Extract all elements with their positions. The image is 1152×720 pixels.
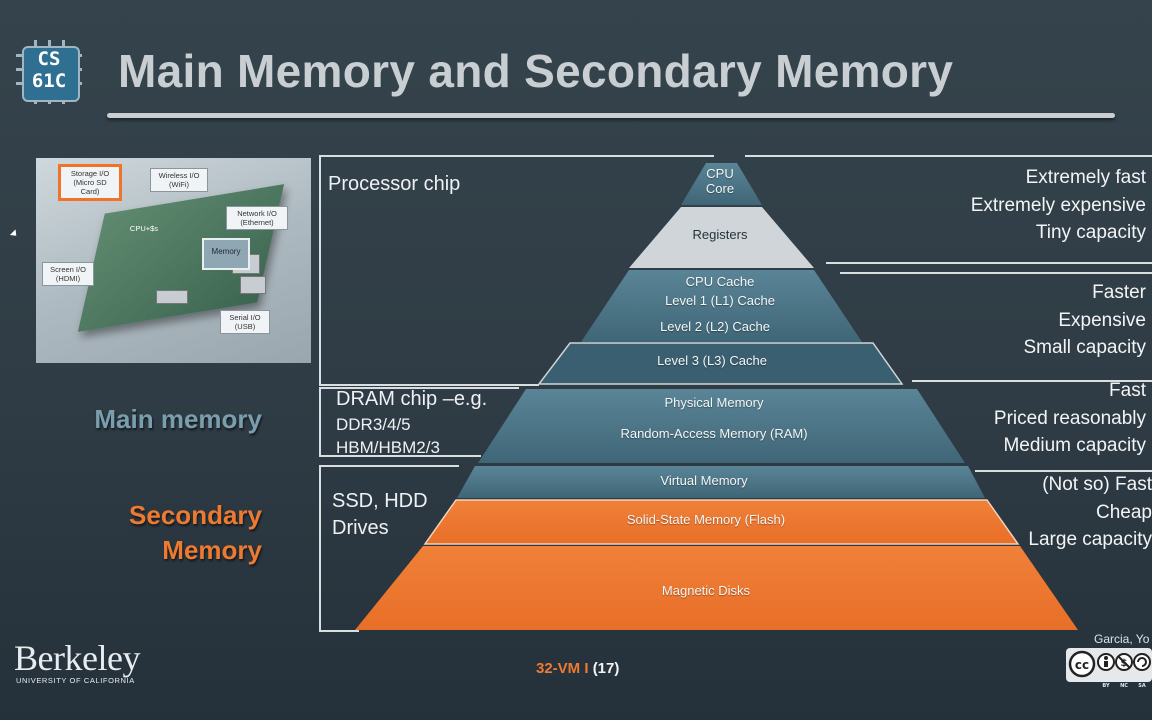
ssd-hdd-label: SSD, HDD [332, 490, 428, 512]
secondary-memory-label-line1: Secondary [129, 500, 262, 530]
drives-label: Drives [332, 517, 389, 539]
solid-state-label: Solid-State Memory (Flash) [626, 512, 786, 527]
right-divider-2 [826, 262, 1152, 264]
tier-registers [629, 207, 814, 268]
speed-group-secondary: (Not so) Fast Cheap Large capacity [1028, 474, 1152, 550]
creative-commons-license-icon: cc $ BY NC SA [1066, 648, 1152, 688]
tier-cpu-core [681, 163, 762, 205]
storage-io-label: Storage I/O (Micro SD Card) [58, 164, 122, 201]
slide-title: Main Memory and Secondary Memory [118, 45, 954, 97]
secondary-memory-label-line2: Memory [162, 535, 262, 565]
dram-bracket [319, 387, 321, 456]
tier-magnetic-disks [355, 546, 1078, 630]
wireless-io-label: Wireless I/O (WiFi) [150, 168, 208, 192]
l3-cache-label: Level 3 (L3) Cache [657, 353, 767, 368]
tier-l3-cache [537, 342, 904, 385]
berkeley-logo: Berkeley UNIVERSITY OF CALIFORNIA [14, 638, 140, 685]
svg-text:BY: BY [1102, 683, 1110, 688]
l1-cache-label: Level 1 (L1) Cache [665, 293, 775, 308]
author-credit: Garcia, Yo [1094, 632, 1150, 646]
l2-cache-label: Level 2 (L2) Cache [660, 319, 770, 334]
tier-solid-state [423, 499, 1020, 545]
processor-chip-label: Processor chip [328, 173, 461, 195]
slide-number: 32-VM I (17) [536, 660, 620, 677]
virtual-memory-label: Virtual Memory [660, 473, 748, 488]
raspberry-pi-photo: Memory Storage I/O (Micro SD Card) Wirel… [36, 158, 311, 363]
svg-text:NC: NC [1120, 683, 1128, 688]
tier-virtual-memory [457, 466, 985, 498]
cpu-label: CPU+$s [129, 224, 159, 233]
cs61c-logo: CS 61C [16, 40, 82, 104]
chip-icon [22, 46, 80, 102]
registers-label: Registers [692, 227, 748, 242]
svg-text:SA: SA [1138, 683, 1146, 688]
dram-type-hbm: HBM/HBM2/3 [336, 438, 440, 457]
memory-label-box: Memory [202, 238, 250, 270]
main-memory-label: Main memory [94, 404, 262, 434]
title-underline [107, 113, 1115, 118]
processor-bracket [319, 155, 321, 385]
ram-label: Random-Access Memory (RAM) [620, 426, 808, 441]
cpu-cache-label: CPU Cache [685, 274, 755, 289]
cpu-core-label: CPU Core [705, 166, 735, 196]
svg-text:cc: cc [1075, 658, 1089, 672]
drives-bracket [319, 465, 321, 631]
screen-io-label: Screen I/O (HDMI) [42, 262, 94, 286]
dram-chip-label: DRAM chip –e.g. [336, 388, 488, 410]
speed-group-cache: Faster Expensive Small capacity [1023, 282, 1147, 358]
logo-text: CS 61C [31, 48, 67, 92]
svg-text:$: $ [1121, 658, 1128, 669]
physical-memory-label: Physical Memory [664, 395, 764, 410]
right-divider-4 [975, 470, 1152, 472]
tier-l1-l2-cache [581, 270, 862, 342]
dram-type-ddr: DDR3/4/5 [336, 415, 411, 434]
serial-io-label: Serial I/O (USB) [220, 310, 270, 334]
speed-group-registers: Extremely fast Extremely expensive Tiny … [970, 167, 1146, 243]
speed-group-main-memory: Fast Priced reasonably Medium capacity [993, 380, 1146, 456]
network-io-label: Network I/O (Ethernet) [226, 206, 288, 230]
right-divider-1 [745, 155, 1152, 157]
right-divider-3 [912, 380, 1152, 382]
magnetic-disks-label: Magnetic Disks [661, 583, 751, 598]
tier-physical-memory [478, 389, 965, 463]
